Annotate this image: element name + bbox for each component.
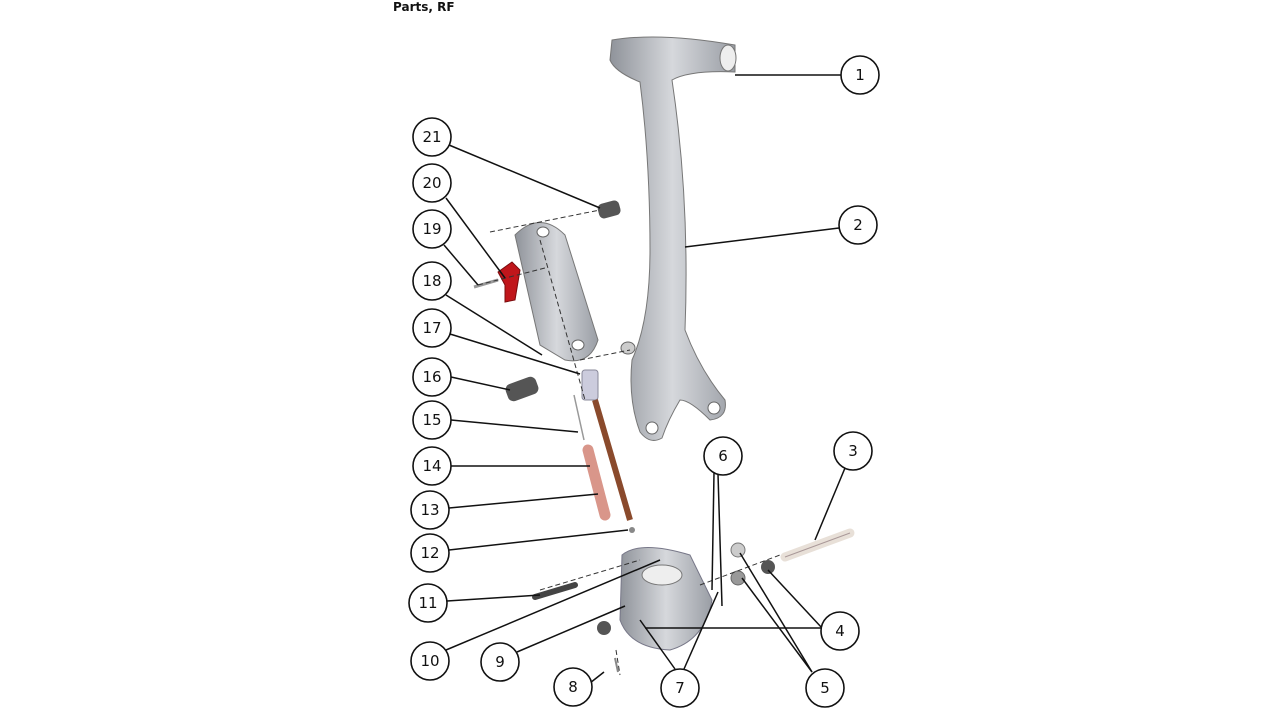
part-lever (514, 222, 599, 362)
svg-text:6: 6 (718, 447, 728, 465)
callout-16: 16 (412, 357, 452, 397)
svg-text:14: 14 (422, 457, 441, 475)
callout-9: 9 (480, 642, 520, 682)
callout-5: 5 (805, 668, 845, 708)
callout-21: 21 (412, 117, 452, 157)
part-screw-8 (614, 657, 619, 673)
callout-19: 19 (412, 209, 452, 249)
callout-1: 1 (840, 55, 880, 95)
svg-text:13: 13 (420, 501, 439, 519)
part-washer (761, 560, 775, 574)
part-pin-15 (573, 394, 585, 441)
axle-outline (784, 532, 851, 558)
svg-text:5: 5 (820, 679, 830, 697)
part-connector-17 (581, 369, 599, 401)
svg-text:9: 9 (495, 653, 505, 671)
svg-text:7: 7 (675, 679, 685, 697)
callout-2: 2 (838, 205, 878, 245)
svg-text:15: 15 (422, 411, 441, 429)
part-plug-16 (505, 376, 539, 402)
callout-17: 17 (412, 308, 452, 348)
part-clamp (619, 547, 713, 651)
callout-15: 15 (412, 400, 452, 440)
callout-20: 20 (412, 163, 452, 203)
svg-text:3: 3 (848, 442, 858, 460)
svg-text:2: 2 (853, 216, 863, 234)
callout-7: 7 (660, 668, 700, 708)
callout-13: 13 (410, 490, 450, 530)
part-tube-14 (582, 444, 611, 521)
part-pin-11 (532, 582, 578, 600)
callout-14: 14 (412, 446, 452, 486)
page-title: Parts, RF (393, 0, 455, 14)
callout-8: 8 (553, 667, 593, 707)
svg-text:4: 4 (835, 622, 845, 640)
svg-text:10: 10 (420, 652, 439, 670)
part-stem (609, 36, 737, 441)
callout-18: 18 (412, 261, 452, 301)
part-screw-12 (629, 527, 635, 533)
callout-11: 11 (408, 583, 448, 623)
svg-text:19: 19 (422, 220, 441, 238)
part-washer (597, 621, 611, 635)
part-red-knob (497, 261, 521, 303)
svg-text:8: 8 (568, 678, 578, 696)
svg-text:12: 12 (420, 544, 439, 562)
svg-text:1: 1 (855, 66, 865, 84)
svg-text:11: 11 (418, 594, 437, 612)
svg-text:18: 18 (422, 272, 441, 290)
callout-12: 12 (410, 533, 450, 573)
callout-6: 6 (703, 436, 743, 476)
svg-text:17: 17 (422, 319, 441, 337)
leader-lines (443, 74, 846, 684)
svg-text:16: 16 (422, 368, 441, 386)
svg-text:20: 20 (422, 174, 441, 192)
callout-3: 3 (833, 431, 873, 471)
part-bushing (730, 542, 746, 558)
part-plug-21 (597, 200, 621, 219)
callout-10: 10 (410, 641, 450, 681)
callout-4: 4 (820, 611, 860, 651)
svg-text:21: 21 (422, 128, 441, 146)
part-rod-13 (592, 399, 633, 521)
